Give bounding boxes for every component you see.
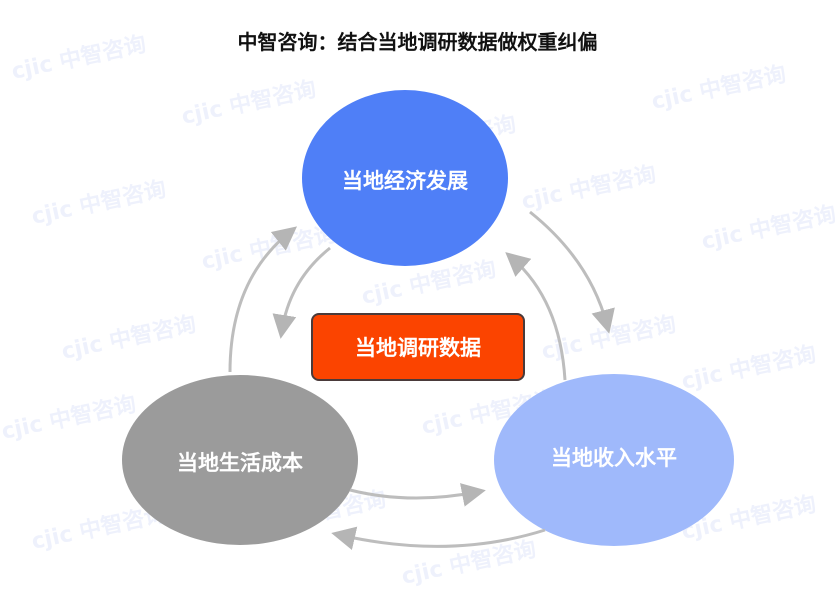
arrow-income-to-living	[331, 526, 546, 551]
node-income-ellipse	[494, 374, 734, 546]
arrow-economy-to-living	[272, 246, 331, 339]
node-economy-label: 当地经济发展	[342, 169, 468, 193]
center-label: 当地调研数据	[355, 336, 481, 360]
diagram-title: 中智咨询：结合当地调研数据做权重纠偏	[237, 30, 598, 54]
node-living-cost-label: 当地生活成本	[177, 451, 303, 475]
diagram-canvas	[122, 90, 734, 551]
arrow-economy-to-income	[529, 210, 615, 334]
arrow-living-to-economy	[228, 226, 298, 373]
arrow-living-to-income	[349, 483, 486, 507]
node-income-label: 当地收入水平	[551, 446, 677, 470]
node-living-cost-ellipse	[122, 375, 358, 545]
center-survey-data-box: 当地调研数据	[311, 313, 525, 381]
node-economy-ellipse	[302, 90, 508, 266]
arrow-income-to-economy	[505, 252, 567, 381]
